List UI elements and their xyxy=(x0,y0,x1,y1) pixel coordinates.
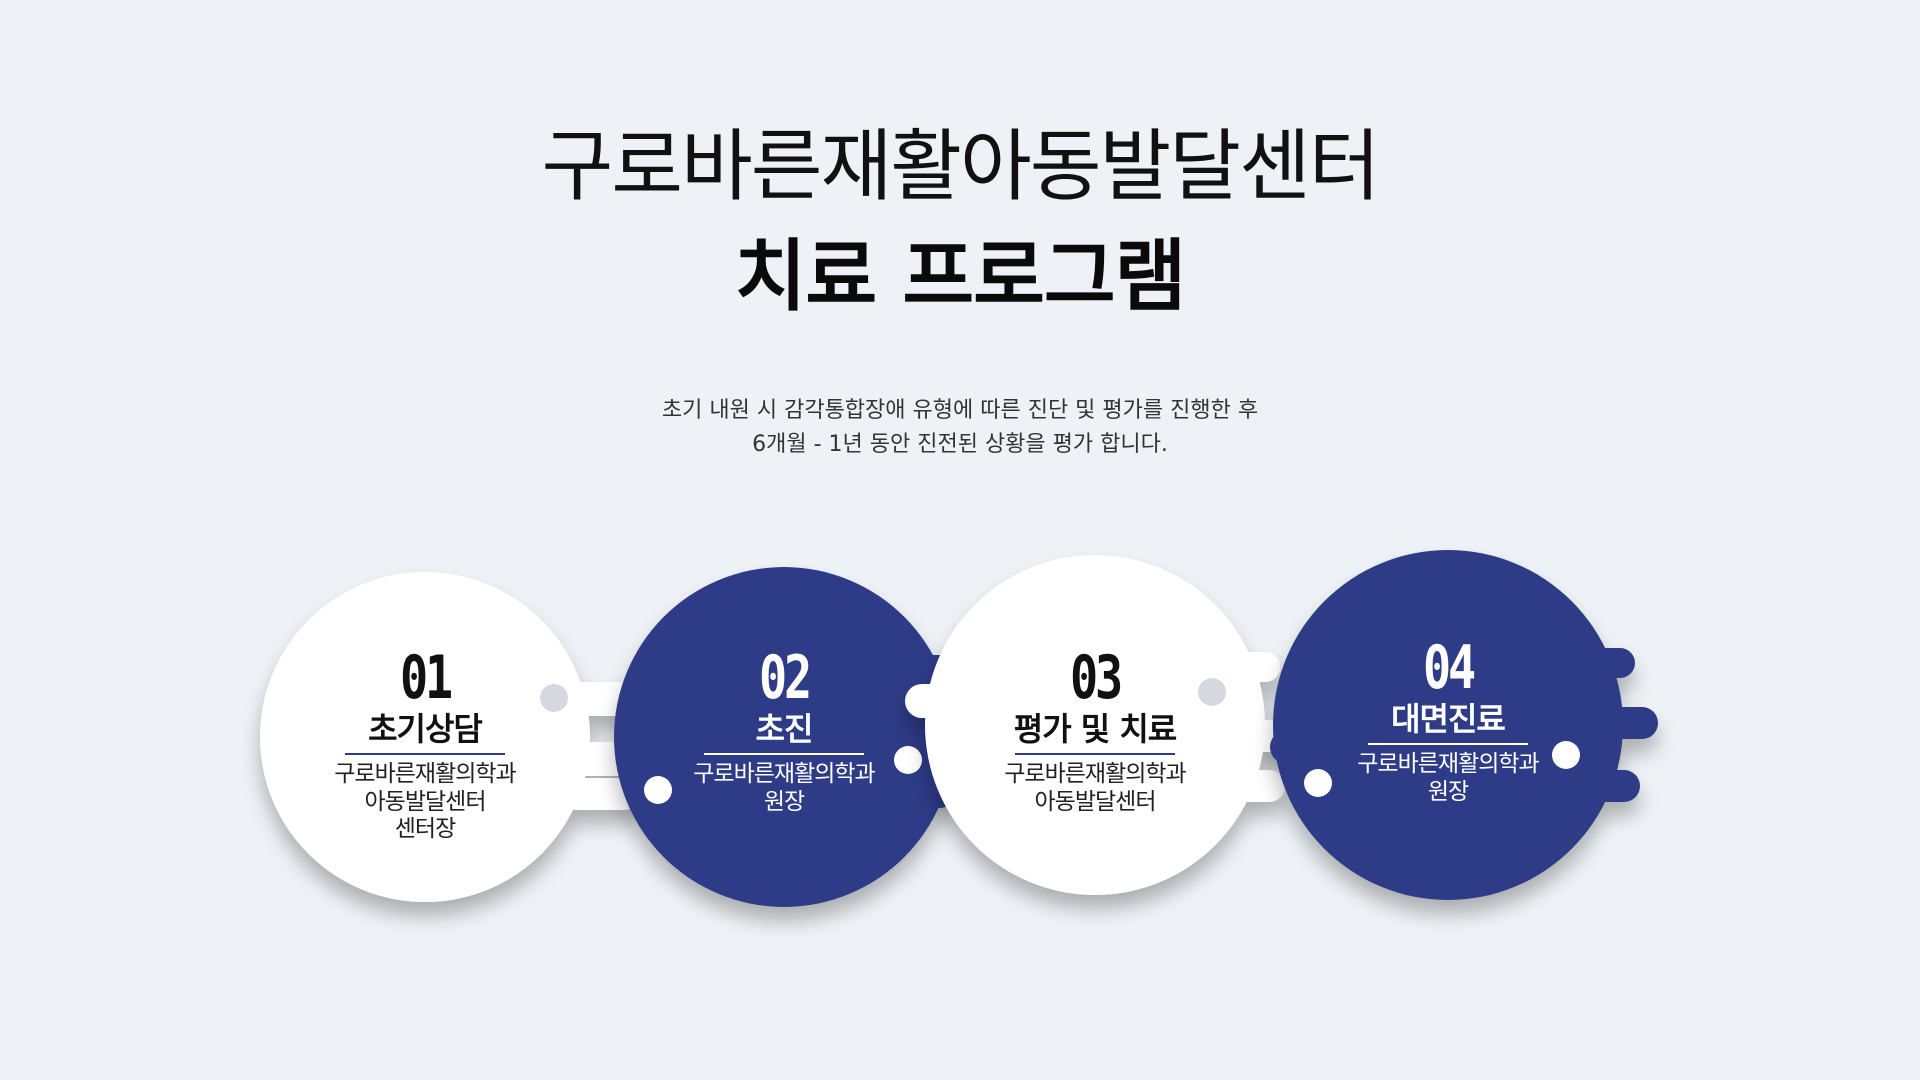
step-number: 02 xyxy=(758,643,812,713)
step-divider xyxy=(1015,753,1175,756)
step-2: 02 초진 구로바른재활의학과 원장 xyxy=(664,648,904,816)
step-description-line-1: 구로바른재활의학과 xyxy=(1004,761,1186,788)
step-divider xyxy=(1368,743,1528,746)
step-description-line-1: 구로바른재활의학과 xyxy=(1357,751,1539,778)
step-divider xyxy=(704,753,864,756)
step-description-line-2: 원장 xyxy=(763,788,805,815)
step-2-dot-right xyxy=(894,746,922,774)
step-1-dot xyxy=(540,684,568,712)
description-line-1: 초기 내원 시 감각통합장애 유형에 따른 진단 및 평가를 진행한 후 xyxy=(661,398,1259,423)
step-4: 04 대면진료 구로바른재활의학과 원장 xyxy=(1328,638,1568,806)
step-title: 대면진료 xyxy=(1391,700,1506,738)
step-title: 초기상담 xyxy=(368,710,483,748)
step-3-dot xyxy=(1198,678,1226,706)
step-4-dot-left xyxy=(1304,769,1332,797)
step-number: 01 xyxy=(399,643,453,713)
step-description-line-1: 구로바른재활의학과 xyxy=(334,761,516,788)
description-line-2: 6개월 - 1년 동안 진전된 상황을 평가 합니다. xyxy=(752,432,1168,457)
step-description-line-3: 센터장 xyxy=(394,816,456,843)
step-number: 03 xyxy=(1069,643,1123,713)
step-description-line-2: 아동발달센터 xyxy=(364,788,487,815)
step-1: 01 초기상담 구로바른재활의학과 아동발달센터 센터장 xyxy=(305,648,545,844)
step-description-line-2: 아동발달센터 xyxy=(1034,788,1157,815)
step-2-dot-left xyxy=(644,776,672,804)
page-title: 구로바른재활아동발달센터 xyxy=(541,122,1380,212)
step-4-dot-right xyxy=(1552,741,1580,769)
step-description-line-1: 구로바른재활의학과 xyxy=(693,761,875,788)
step-divider xyxy=(345,753,505,756)
step-description-line-2: 원장 xyxy=(1427,778,1469,805)
step-4-shape xyxy=(1270,550,1658,900)
page-subtitle: 치료 프로그램 xyxy=(734,232,1187,322)
step-3-shape xyxy=(905,555,1295,895)
step-title: 초진 xyxy=(755,710,814,748)
step-3: 03 평가 및 치료 구로바른재활의학과 아동발달센터 xyxy=(975,648,1215,816)
step-number: 04 xyxy=(1422,633,1476,703)
step-title: 평가 및 치료 xyxy=(1013,710,1177,748)
